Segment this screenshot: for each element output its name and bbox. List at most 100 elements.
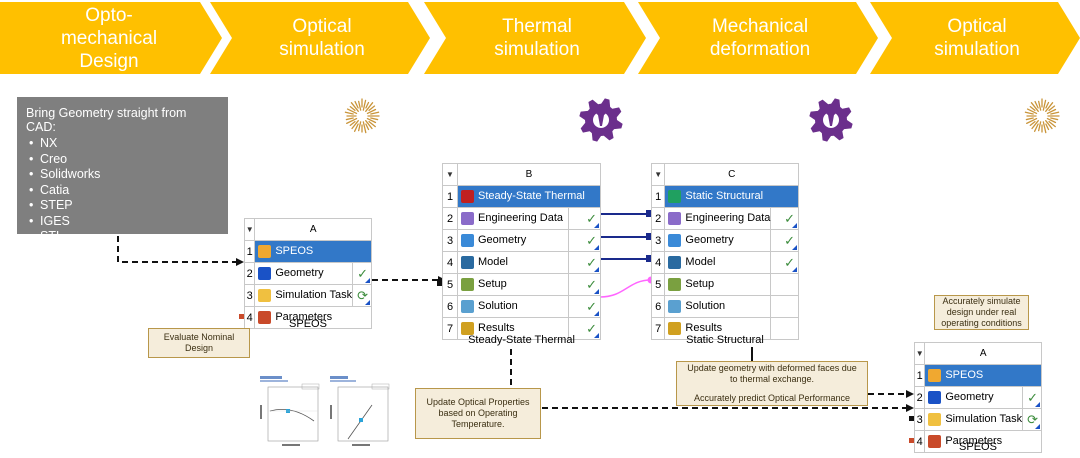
row-cell[interactable]: Model bbox=[457, 251, 569, 274]
row-label: Solution bbox=[478, 300, 518, 313]
row-cell[interactable]: Simulation Task bbox=[924, 408, 1024, 431]
mini-chart-left bbox=[258, 375, 322, 451]
system-menu-arrow[interactable]: ▼ bbox=[243, 218, 256, 241]
update-optical-note: Update Optical Properties based on Opera… bbox=[415, 388, 541, 439]
cad-format-list: NXCreoSolidworksCatiaSTEPIGESSTL bbox=[26, 136, 219, 245]
row-cell[interactable]: Engineering Data bbox=[664, 207, 772, 230]
chevron-shape bbox=[424, 2, 646, 74]
accurately-simulate-note: Accurately simulate design under real op… bbox=[934, 295, 1029, 330]
system-menu-arrow[interactable]: ▼ bbox=[913, 342, 926, 365]
row-cell[interactable]: Solution bbox=[457, 295, 569, 318]
row-cell[interactable]: Parameters bbox=[924, 430, 1042, 453]
row-cell[interactable]: Model bbox=[664, 251, 772, 274]
row-label: Model bbox=[478, 256, 508, 269]
cad-format-item: Catia bbox=[29, 183, 219, 199]
row-cell[interactable]: Geometry bbox=[457, 229, 569, 252]
status-icon: ✓ bbox=[357, 265, 368, 281]
structural-icon bbox=[668, 190, 682, 203]
row-label: Solution bbox=[685, 300, 726, 313]
row-label: Model bbox=[685, 256, 716, 269]
status-icon: ✓ bbox=[1027, 389, 1038, 405]
model-icon bbox=[461, 256, 474, 269]
row-number: 5 bbox=[442, 273, 458, 296]
engineering-data-icon bbox=[461, 212, 474, 225]
row-cell[interactable]: SPEOS bbox=[924, 364, 1042, 387]
sunburst-icon bbox=[1024, 98, 1060, 134]
corner-marker-icon bbox=[594, 245, 599, 250]
cad-format-item: STL bbox=[29, 229, 219, 245]
row-status: ✓ bbox=[770, 229, 799, 252]
row-number: 1 bbox=[650, 185, 666, 208]
row-status: ✓ bbox=[352, 262, 372, 285]
system-menu-arrow[interactable]: ▼ bbox=[650, 163, 666, 186]
corner-marker-icon bbox=[594, 223, 599, 228]
row-cell[interactable]: Setup bbox=[457, 273, 569, 296]
row-cell[interactable]: Parameters bbox=[254, 306, 372, 329]
row-number: 1 bbox=[243, 240, 256, 263]
row-cell[interactable]: Geometry bbox=[924, 386, 1024, 409]
row-cell[interactable]: Static Structural bbox=[664, 185, 799, 208]
row-cell[interactable]: Simulation Task bbox=[254, 284, 354, 307]
row-cell[interactable]: SPEOS bbox=[254, 240, 372, 263]
corner-marker-icon bbox=[1035, 424, 1040, 429]
row-cell[interactable]: Steady-State Thermal bbox=[457, 185, 601, 208]
gear-icon bbox=[579, 98, 623, 142]
corner-marker-icon bbox=[594, 333, 599, 338]
status-icon: ✓ bbox=[586, 320, 597, 336]
row-cell[interactable]: Results bbox=[664, 317, 772, 340]
cad-sources-box: Bring Geometry straight from CAD: NXCreo… bbox=[17, 97, 228, 244]
row-status: ✓ bbox=[568, 207, 601, 230]
row-status: ✓ bbox=[770, 251, 799, 274]
status-icon: ✓ bbox=[784, 232, 795, 248]
row-cell[interactable]: Solution bbox=[664, 295, 772, 318]
pipeline-step-label: Optical simulation bbox=[279, 16, 365, 60]
row-cell[interactable]: Engineering Data bbox=[457, 207, 569, 230]
corner-marker-icon bbox=[792, 267, 797, 272]
row-number: 4 bbox=[442, 251, 458, 274]
column-letter: A bbox=[924, 342, 1042, 365]
status-icon: ✓ bbox=[784, 254, 795, 270]
system-menu-arrow[interactable]: ▼ bbox=[442, 163, 458, 186]
row-cell[interactable]: Geometry bbox=[254, 262, 354, 285]
system-column-row: ▼B bbox=[442, 163, 601, 186]
simulation-task-icon bbox=[928, 413, 942, 426]
cad-heading: Bring Geometry straight from CAD: bbox=[26, 106, 187, 134]
row-cell[interactable]: Setup bbox=[664, 273, 772, 296]
row-status: ✓ bbox=[568, 295, 601, 318]
simulation-task-icon bbox=[258, 289, 272, 302]
row-label: Results bbox=[685, 322, 723, 335]
row-cell[interactable]: Geometry bbox=[664, 229, 772, 252]
row-label: Steady-State Thermal bbox=[478, 190, 585, 203]
pipeline-step-3: Thermal simulation bbox=[424, 2, 646, 74]
pipeline-step-4: Mechanical deformation bbox=[638, 2, 878, 74]
